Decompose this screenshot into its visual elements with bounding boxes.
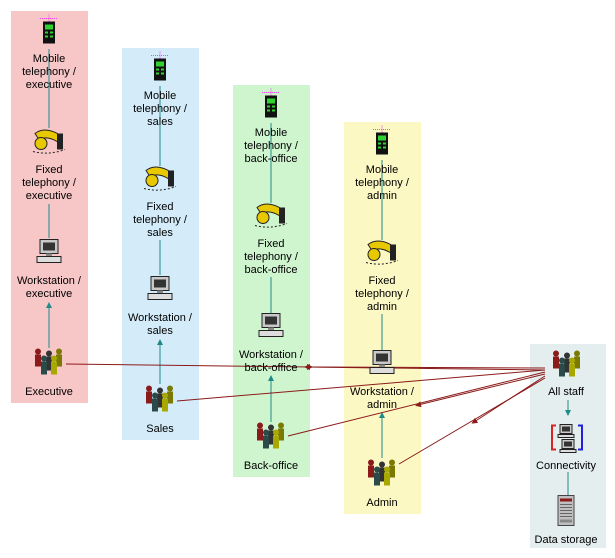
- desk-phone-icon[interactable]: [31, 126, 67, 161]
- desk-phone-icon[interactable]: [142, 163, 178, 198]
- label-line: back-office: [244, 153, 298, 165]
- workstation-computer-icon[interactable]: [367, 349, 397, 382]
- people-group-icon[interactable]: [32, 347, 66, 382]
- mobile-phone-icon[interactable]: [36, 14, 62, 50]
- executive-fixed-label: Fixed telephony / executive: [22, 164, 76, 203]
- label-line: sales: [147, 116, 173, 128]
- label-line: Fixed: [368, 275, 396, 287]
- label-line: telephony /: [355, 177, 409, 189]
- executive-mobile-label: Mobile telephony / executive: [22, 53, 76, 92]
- sales-workstation-label: Workstation / sales: [128, 312, 192, 338]
- label-line: telephony /: [133, 214, 187, 226]
- desk-phone-icon[interactable]: [253, 200, 289, 235]
- people-group-icon[interactable]: [365, 458, 399, 493]
- desk-phone-icon[interactable]: [364, 237, 400, 272]
- workstation-computer-icon[interactable]: [34, 238, 64, 271]
- admin-mobile-label: Mobile telephony / admin: [355, 164, 409, 203]
- label-line: telephony /: [133, 103, 187, 115]
- label-line: Workstation /: [350, 386, 414, 398]
- label-line: telephony /: [244, 251, 298, 263]
- all-staff-label: All staff: [548, 386, 584, 398]
- label-line: telephony /: [22, 177, 76, 189]
- label-line: telephony /: [22, 66, 76, 78]
- people-group-icon[interactable]: [550, 349, 584, 384]
- admin-fixed-label: Fixed telephony / admin: [355, 275, 409, 314]
- label-line: executive: [25, 190, 73, 202]
- workstation-computer-icon[interactable]: [145, 275, 175, 308]
- label-line: telephony /: [355, 288, 409, 300]
- executive-workstation-label: Workstation / executive: [17, 275, 81, 301]
- label-line: back-office: [244, 362, 298, 374]
- sales-fixed-label: Fixed telephony / sales: [133, 201, 187, 240]
- label-line: admin: [367, 301, 397, 313]
- label-line: executive: [25, 79, 73, 91]
- backoffice-mobile-label: Mobile telephony / back-office: [244, 127, 298, 166]
- label-line: Mobile: [365, 164, 399, 176]
- label-line: back-office: [244, 264, 298, 276]
- executive-people-label: Executive: [25, 386, 73, 398]
- connectivity-label: Connectivity: [536, 460, 596, 472]
- label-line: executive: [25, 288, 73, 300]
- label-line: Fixed: [257, 238, 285, 250]
- sales-people-label: Sales: [146, 423, 174, 435]
- sales-mobile-label: Mobile telephony / sales: [133, 90, 187, 129]
- label-line: admin: [367, 399, 397, 411]
- label-line: Mobile: [254, 127, 288, 139]
- label-line: sales: [147, 325, 173, 337]
- label-line: telephony /: [244, 140, 298, 152]
- cross-links: [65, 363, 546, 465]
- people-group-icon[interactable]: [143, 384, 177, 419]
- admin-workstation-label: Workstation / admin: [350, 386, 414, 412]
- label-line: Mobile: [143, 90, 177, 102]
- mobile-phone-icon[interactable]: [369, 125, 395, 161]
- network-connectivity-icon[interactable]: [550, 422, 584, 459]
- label-line: Workstation /: [239, 349, 303, 361]
- mobile-phone-icon[interactable]: [147, 51, 173, 87]
- mobile-phone-icon[interactable]: [258, 88, 284, 124]
- label-line: sales: [147, 227, 173, 239]
- label-line: admin: [367, 190, 397, 202]
- backoffice-workstation-label: Workstation / back-office: [239, 349, 303, 375]
- label-line: Fixed: [35, 164, 63, 176]
- label-line: Mobile: [32, 53, 66, 65]
- label-line: Workstation /: [17, 275, 81, 287]
- backoffice-fixed-label: Fixed telephony / back-office: [244, 238, 298, 277]
- people-group-icon[interactable]: [254, 421, 288, 456]
- data-storage-icon[interactable]: [555, 494, 577, 533]
- workstation-computer-icon[interactable]: [256, 312, 286, 345]
- label-line: Fixed: [146, 201, 174, 213]
- data-storage-label: Data storage: [534, 534, 598, 546]
- label-line: Workstation /: [128, 312, 192, 324]
- admin-people-label: Admin: [366, 497, 398, 509]
- backoffice-people-label: Back-office: [243, 460, 299, 472]
